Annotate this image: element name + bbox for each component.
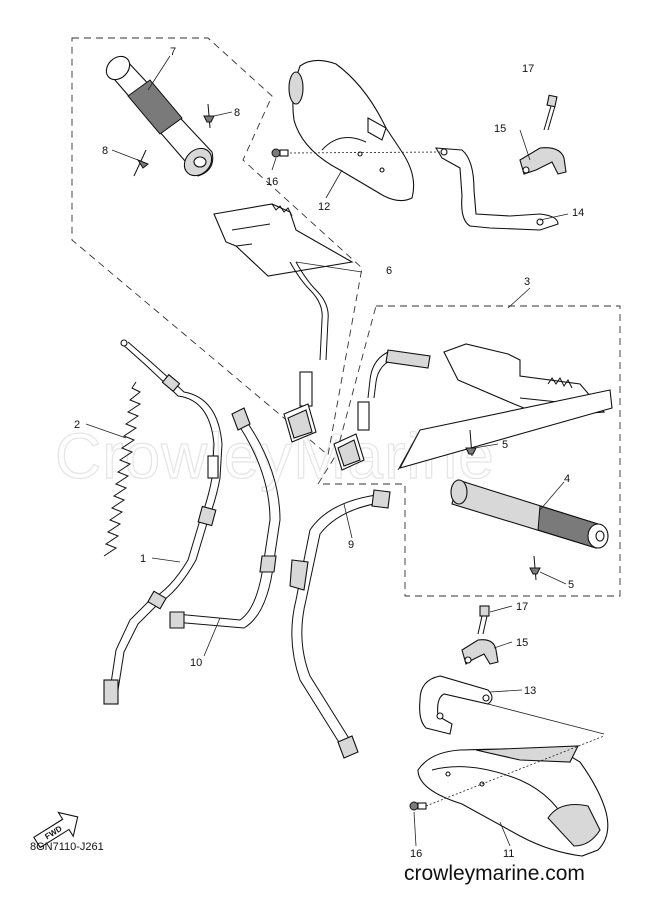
right-bracket bbox=[419, 675, 493, 735]
left-switch-assembly bbox=[213, 203, 354, 443]
alignment-line-grip bbox=[397, 429, 421, 471]
callout-5-lower: 5 bbox=[568, 579, 574, 591]
right-grip bbox=[398, 389, 613, 549]
group-box-left bbox=[71, 37, 363, 456]
callout-12: 12 bbox=[318, 201, 330, 213]
callout-7: 7 bbox=[170, 46, 176, 58]
clamp-upper bbox=[519, 147, 567, 175]
group-box-right bbox=[317, 305, 621, 597]
alignment-line-bracket bbox=[487, 703, 605, 735]
rivet-upper bbox=[203, 103, 215, 129]
callout-10: 10 bbox=[190, 657, 202, 669]
throttle-cable bbox=[103, 339, 223, 705]
alignment-line-upper bbox=[289, 151, 441, 154]
callout-11: 11 bbox=[503, 848, 514, 860]
callout-17-lower: 17 bbox=[516, 601, 528, 613]
callout-15-upper: 15 bbox=[494, 123, 506, 135]
bolt-upper bbox=[543, 94, 558, 131]
rivet-right-upper bbox=[465, 429, 477, 457]
drawing-number: 8GN7110-J261 bbox=[30, 841, 104, 853]
right-cover bbox=[417, 745, 609, 857]
rivet-lower bbox=[133, 149, 149, 177]
left-grip bbox=[105, 55, 214, 177]
callout-4: 4 bbox=[564, 473, 570, 485]
bolt-lower bbox=[477, 605, 490, 635]
spring bbox=[103, 381, 142, 557]
callout-5-upper: 5 bbox=[502, 439, 508, 451]
callout-1: 1 bbox=[140, 553, 146, 565]
callout-15-lower: 15 bbox=[516, 637, 528, 649]
clamp-lower bbox=[461, 639, 499, 665]
screw-upper bbox=[271, 148, 289, 158]
callout-6: 6 bbox=[386, 265, 392, 277]
callout-3: 3 bbox=[524, 276, 530, 288]
callout-14: 14 bbox=[572, 207, 584, 219]
right-switch-assembly bbox=[333, 343, 606, 471]
rivet-right-lower bbox=[529, 555, 541, 581]
hose-left bbox=[169, 407, 281, 629]
left-cover bbox=[288, 59, 415, 202]
callout-2: 2 bbox=[74, 419, 80, 431]
callout-8-lower: 8 bbox=[102, 145, 108, 157]
callout-16-upper: 16 bbox=[266, 176, 278, 188]
callout-9: 9 bbox=[348, 539, 354, 551]
hose-right bbox=[289, 489, 391, 759]
screw-lower bbox=[409, 801, 427, 811]
callout-16-lower: 16 bbox=[410, 848, 422, 860]
left-bracket bbox=[434, 147, 559, 231]
website-url: crowleymarine.com bbox=[404, 862, 585, 885]
callout-13: 13 bbox=[524, 685, 536, 697]
callout-17-upper: 17 bbox=[522, 63, 534, 75]
callout-8-upper: 8 bbox=[234, 107, 240, 119]
